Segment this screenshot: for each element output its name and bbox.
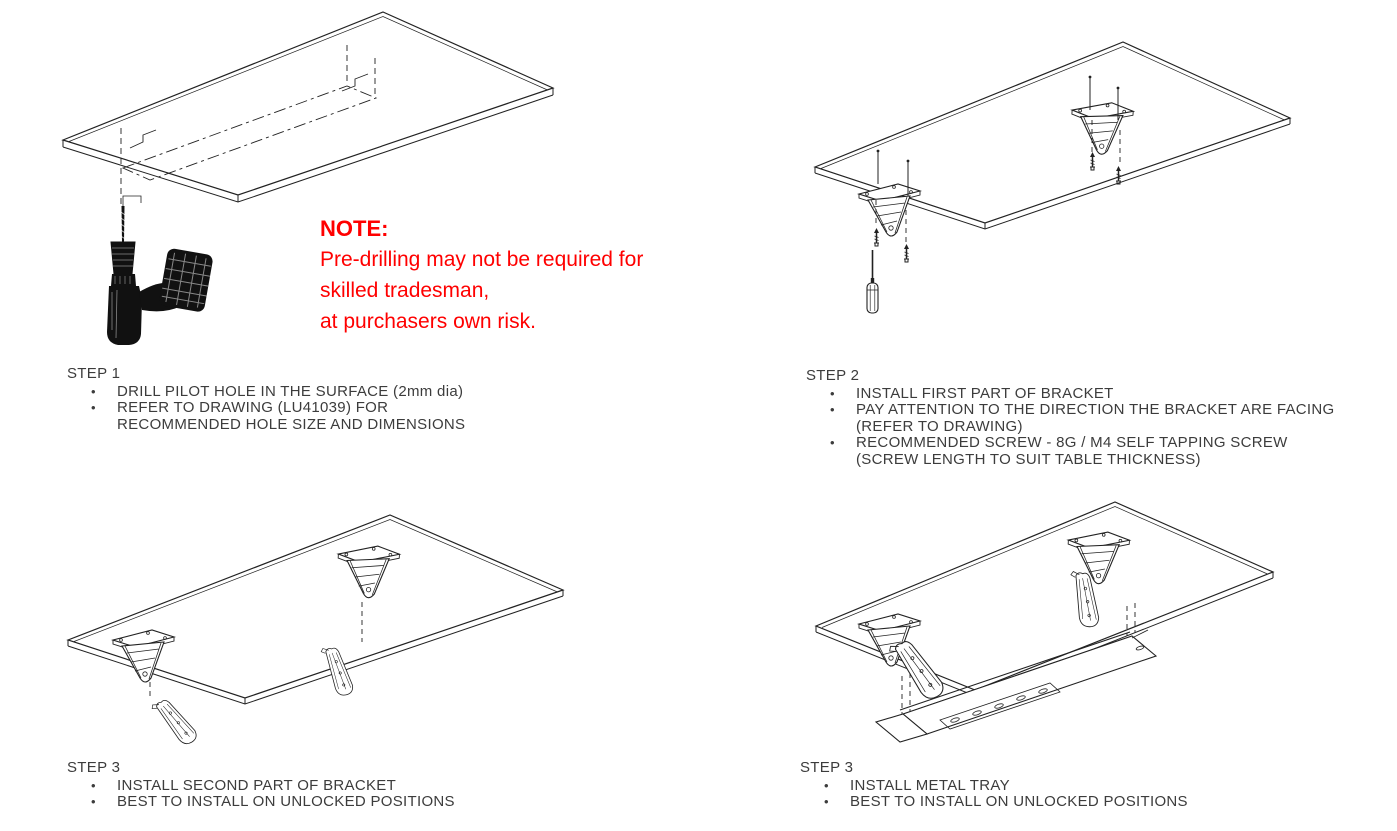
bullet-text: INSTALL METAL TRAY [850, 776, 1010, 794]
step3-left-instructions: STEP 3 • INSTALL SECOND PART OF BRACKET … [67, 759, 455, 811]
instruction-bullet: • INSTALL FIRST PART OF BRACKET [806, 384, 1335, 403]
table-top-drawing [61, 11, 555, 203]
instruction-bullet: • INSTALL SECOND PART OF BRACKET [67, 776, 455, 795]
bracket-first-part-drawing [1068, 75, 1135, 185]
instruction-bullet: • BEST TO INSTALL ON UNLOCKED POSITIONS [67, 793, 455, 811]
bullet-dot: • [91, 383, 96, 399]
step2-instructions: STEP 2 • INSTALL FIRST PART OF BRACKET •… [806, 367, 1335, 468]
bullet-text: BEST TO INSTALL ON UNLOCKED POSITIONS [117, 793, 455, 810]
step3-left-diagram [66, 514, 565, 747]
note-title: NOTE: [320, 216, 389, 241]
table-top-drawing [813, 41, 1292, 230]
table-top-drawing [66, 514, 565, 705]
screwdriver-drawing [865, 248, 880, 315]
note-body: Pre-drilling may not be required for ski… [320, 248, 644, 333]
bullet-dot: • [824, 777, 829, 793]
instruction-bullet: • INSTALL METAL TRAY [800, 776, 1188, 795]
bullet-text: PAY ATTENTION TO THE DIRECTION THE BRACK… [856, 401, 1335, 435]
step-label: STEP 3 [67, 759, 121, 776]
instruction-bullet: • RECOMMENDED SCREW - 8G / M4 SELF TAPPI… [806, 434, 1335, 468]
step3-right-instructions: STEP 3 • INSTALL METAL TRAY • BEST TO IN… [800, 759, 1188, 811]
table-top-drawing [814, 501, 1275, 697]
drilling-template-guides [120, 45, 378, 206]
instruction-bullet: • REFER TO DRAWING (LU41039) FOR RECOMME… [67, 399, 466, 433]
step3-right-diagram [814, 501, 1275, 743]
bullet-text: DRILL PILOT HOLE IN THE SURFACE (2mm dia… [117, 382, 464, 400]
bullet-text: RECOMMENDED SCREW - 8G / M4 SELF TAPPING… [856, 434, 1288, 468]
step-label: STEP 3 [800, 759, 854, 776]
bullet-text: BEST TO INSTALL ON UNLOCKED POSITIONS [850, 793, 1188, 810]
bracket-second-part-drawing [143, 602, 367, 747]
step-label: STEP 2 [806, 367, 860, 384]
instruction-bullet: • PAY ATTENTION TO THE DIRECTION THE BRA… [806, 401, 1335, 435]
pre-drilling-note: NOTE: Pre-drilling may not be required f… [320, 214, 643, 337]
bracket-first-part-drawing [858, 149, 921, 315]
step2-diagram [813, 41, 1292, 315]
metal-tray-drawing [874, 603, 1158, 743]
bullet-dot: • [91, 777, 96, 793]
step1-diagram [61, 11, 555, 345]
drill-drawing [107, 206, 213, 345]
instruction-bullet: • DRILL PILOT HOLE IN THE SURFACE (2mm d… [67, 382, 465, 401]
bullet-text: REFER TO DRAWING (LU41039) FOR RECOMMEND… [117, 399, 466, 433]
bullet-dot: • [824, 794, 829, 809]
bullet-text: INSTALL FIRST PART OF BRACKET [856, 384, 1114, 402]
bullet-dot: • [830, 402, 835, 417]
step1-instructions: STEP 1 • DRILL PILOT HOLE IN THE SURFACE… [67, 365, 466, 433]
bullet-dot: • [830, 385, 835, 401]
bullet-dot: • [91, 794, 96, 809]
bullet-dot: • [91, 400, 96, 415]
instruction-bullet: • BEST TO INSTALL ON UNLOCKED POSITIONS [800, 793, 1188, 811]
step-label: STEP 1 [67, 365, 121, 382]
bullet-dot: • [830, 435, 835, 450]
bullet-text: INSTALL SECOND PART OF BRACKET [117, 776, 397, 794]
